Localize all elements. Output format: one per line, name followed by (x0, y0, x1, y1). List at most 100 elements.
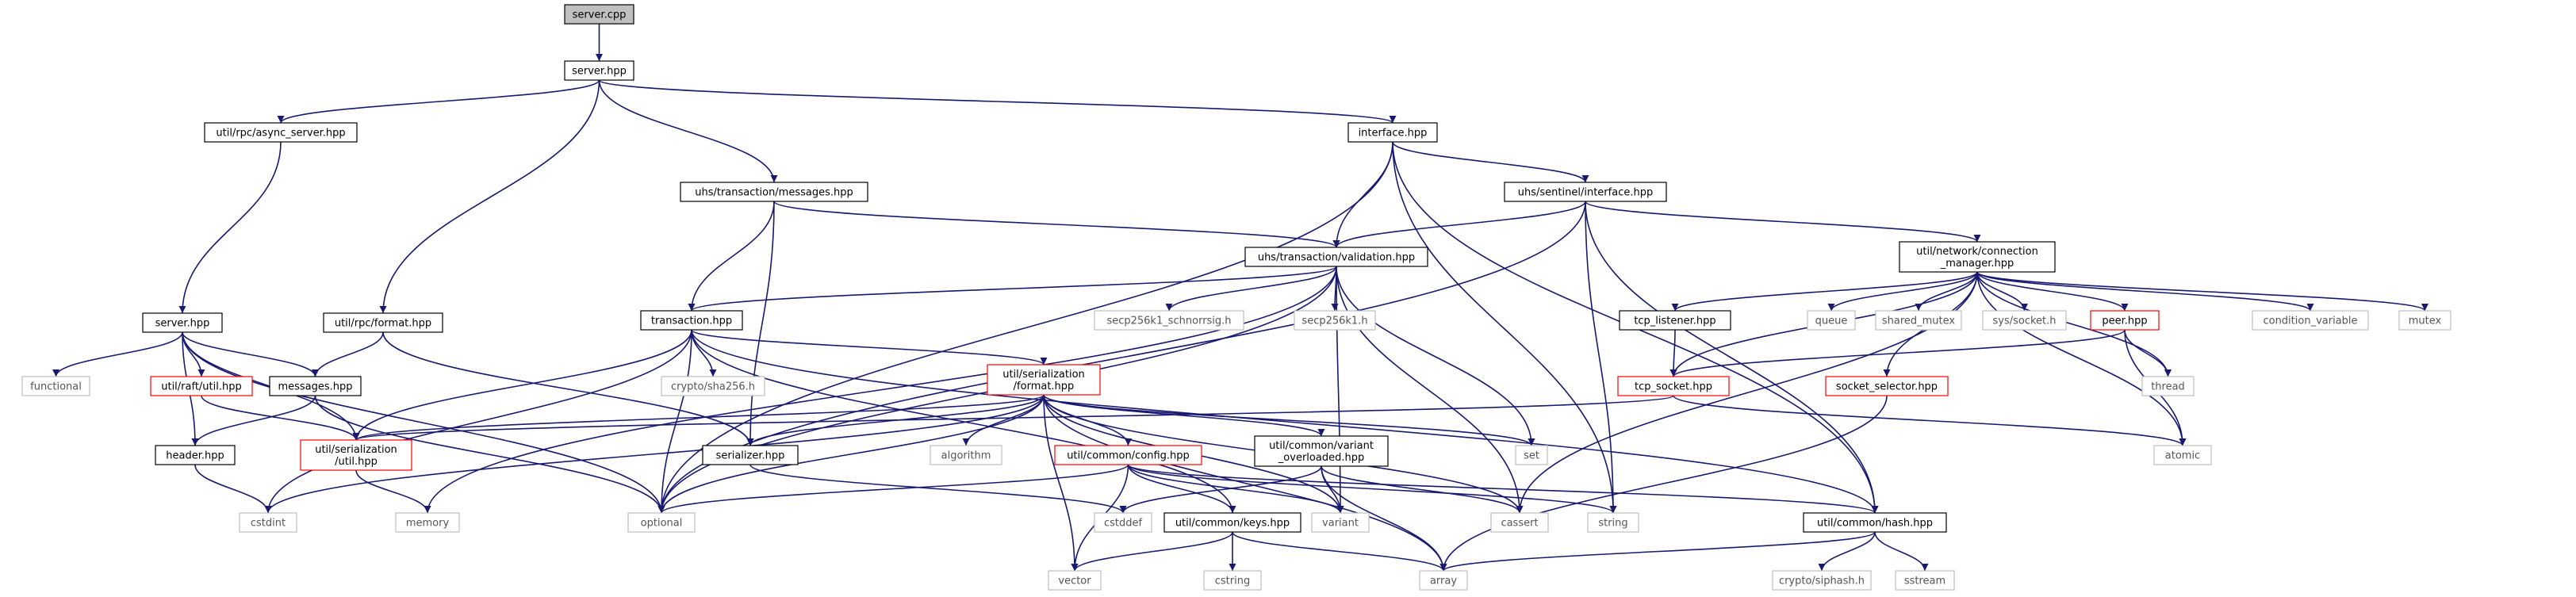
node-cstddef: cstddef (1094, 512, 1152, 533)
node-ser-util[interactable]: util/serialization/util.hpp (300, 439, 412, 471)
node-label: functional (30, 381, 82, 393)
node-box (1515, 445, 1548, 465)
edge-conn-manager-to-shared-mutex (1915, 271, 1978, 312)
edge-tx-validation-to-transaction-hpp (688, 266, 1337, 312)
edge-ser-format-to-variant-overloaded (1043, 394, 1325, 437)
edge-transaction-hpp-to-cstdint (264, 329, 692, 514)
edge-tx-messages-to-tx-validation (773, 201, 1340, 248)
edge-tx-messages-to-transaction-hpp (688, 201, 775, 312)
node-algorithm: algorithm (930, 445, 1002, 465)
edge-messages-hpp-to-optional (314, 395, 665, 514)
node-server-hpp[interactable]: server.hpp (564, 60, 634, 81)
node-crypto-sha256: crypto/sha256.h (661, 376, 765, 396)
node-raft-util[interactable]: util/raft/util.hpp (150, 376, 253, 396)
node-box (1203, 570, 1262, 591)
node-schnorrsig: secp256k1_schnorrsig.h (1094, 310, 1244, 331)
edge-raft-util-to-ser-util (201, 395, 360, 441)
node-label: algorithm (941, 450, 991, 462)
edge-config-hpp-to-variant (1127, 464, 1344, 514)
node-peer-hpp[interactable]: peer.hpp (2090, 310, 2160, 331)
node-box (564, 4, 634, 25)
node-label: socket_selector.hpp (1836, 381, 1938, 393)
edge-hash-hpp-to-siphash (1818, 531, 1876, 572)
node-label: header.hpp (166, 450, 224, 462)
node-box (142, 312, 223, 333)
node-socket-selector[interactable]: socket_selector.hpp (1825, 376, 1949, 396)
node-hash-hpp[interactable]: util/common/hash.hpp (1803, 512, 1947, 533)
edge-sentinel-interface-to-tx-validation (1332, 201, 1586, 248)
node-label: /util.hpp (335, 456, 378, 468)
node-label: util/rpc/async_server.hpp (216, 128, 345, 140)
node-tx-validation[interactable]: uhs/transaction/validation.hpp (1244, 247, 1428, 267)
node-box (2398, 310, 2451, 331)
edge-rpc-format-to-serializer-hpp (382, 331, 754, 446)
node-serializer-hpp[interactable]: serializer.hpp (702, 445, 799, 465)
node-box (1587, 512, 1639, 533)
dependency-edges (52, 24, 2428, 572)
edge-tcp-listener-to-tcp-socket (1669, 329, 1677, 377)
node-messages-hpp[interactable]: messages.hpp (269, 376, 362, 396)
node-vector: vector (1048, 570, 1102, 591)
node-ser-format[interactable]: util/serialization/format.hpp (987, 364, 1101, 396)
node-label: util/common/config.hpp (1067, 450, 1190, 462)
edge-transaction-hpp-to-ser-util (352, 329, 692, 441)
node-transaction-hpp[interactable]: transaction.hpp (640, 310, 743, 331)
node-raft-server[interactable]: server.hpp (142, 312, 223, 333)
node-box (269, 376, 362, 396)
node-tx-messages[interactable]: uhs/transaction/messages.hpp (680, 182, 868, 202)
node-box (239, 512, 297, 533)
node-box (1895, 570, 1955, 591)
node-conn-manager[interactable]: util/network/connection_manager.hpp (1899, 241, 2056, 273)
node-box (1619, 310, 1731, 331)
node-shared-mutex: shared_mutex (1875, 310, 1962, 331)
edge-interface-hpp-to-string (1392, 141, 1617, 514)
node-box (564, 60, 634, 81)
file-nodes: server.cpp server.hpp util/rpc/async_serve… (21, 4, 2451, 591)
node-box (1254, 435, 1389, 467)
node-server-cpp[interactable]: server.cpp (564, 4, 634, 25)
node-box (1803, 512, 1947, 533)
node-variant-overloaded[interactable]: util/common/variant_overloaded.hpp (1254, 435, 1389, 467)
node-box (1094, 512, 1152, 533)
node-tcp-socket[interactable]: tcp_socket.hpp (1617, 376, 1730, 396)
node-secp256k1: secp256k1.h (1294, 310, 1376, 331)
node-interface-hpp[interactable]: interface.hpp (1347, 122, 1438, 143)
node-box (1311, 512, 1370, 533)
edge-sentinel-interface-to-conn-manager (1585, 201, 1981, 243)
edge-peer-hpp-to-thread (2124, 329, 2172, 377)
node-keys-hpp[interactable]: util/common/keys.hpp (1163, 512, 1301, 533)
edge-messages-hpp-to-header-hpp (191, 395, 316, 446)
node-box (987, 364, 1101, 396)
node-sentinel-interface[interactable]: uhs/sentinel/interface.hpp (1504, 182, 1667, 202)
node-label: thread (2151, 381, 2185, 393)
node-box (1807, 310, 1856, 331)
edge-variant-overloaded-to-array (1321, 465, 1447, 572)
edge-config-hpp-to-optional (657, 464, 1129, 514)
node-label: util/network/connection (1916, 246, 2038, 258)
node-header-hpp[interactable]: header.hpp (155, 445, 236, 465)
edge-async-server-to-raft-server (178, 141, 282, 314)
node-async-server[interactable]: util/rpc/async_server.hpp (204, 122, 358, 143)
node-config-hpp[interactable]: util/common/config.hpp (1054, 445, 1202, 465)
node-label: secp256k1.h (1301, 316, 1367, 327)
node-label: uhs/transaction/messages.hpp (695, 187, 853, 199)
node-box (1419, 570, 1468, 591)
edge-conn-manager-to-atomic (1976, 271, 2187, 446)
node-rpc-format[interactable]: util/rpc/format.hpp (323, 312, 443, 333)
node-label: cassert (1501, 518, 1538, 530)
edge-ser-format-to-optional (657, 394, 1045, 514)
node-label: _manager.hpp (1940, 258, 2014, 270)
edge-conn-manager-to-condition-variable (1976, 271, 2314, 312)
node-siphash: crypto/siphash.h (1772, 570, 1872, 591)
node-label: cstdint (251, 518, 286, 530)
node-label: util/common/hash.hpp (1817, 518, 1933, 530)
node-tcp-listener[interactable]: tcp_listener.hpp (1619, 310, 1731, 331)
node-label: sstream (1904, 576, 1945, 587)
edge-hash-hpp-to-sstream (1874, 531, 1929, 572)
node-box (627, 512, 696, 533)
node-box (1163, 512, 1301, 533)
node-box (930, 445, 1002, 465)
node-functional: functional (21, 376, 90, 396)
node-label: util/raft/util.hpp (161, 381, 242, 393)
